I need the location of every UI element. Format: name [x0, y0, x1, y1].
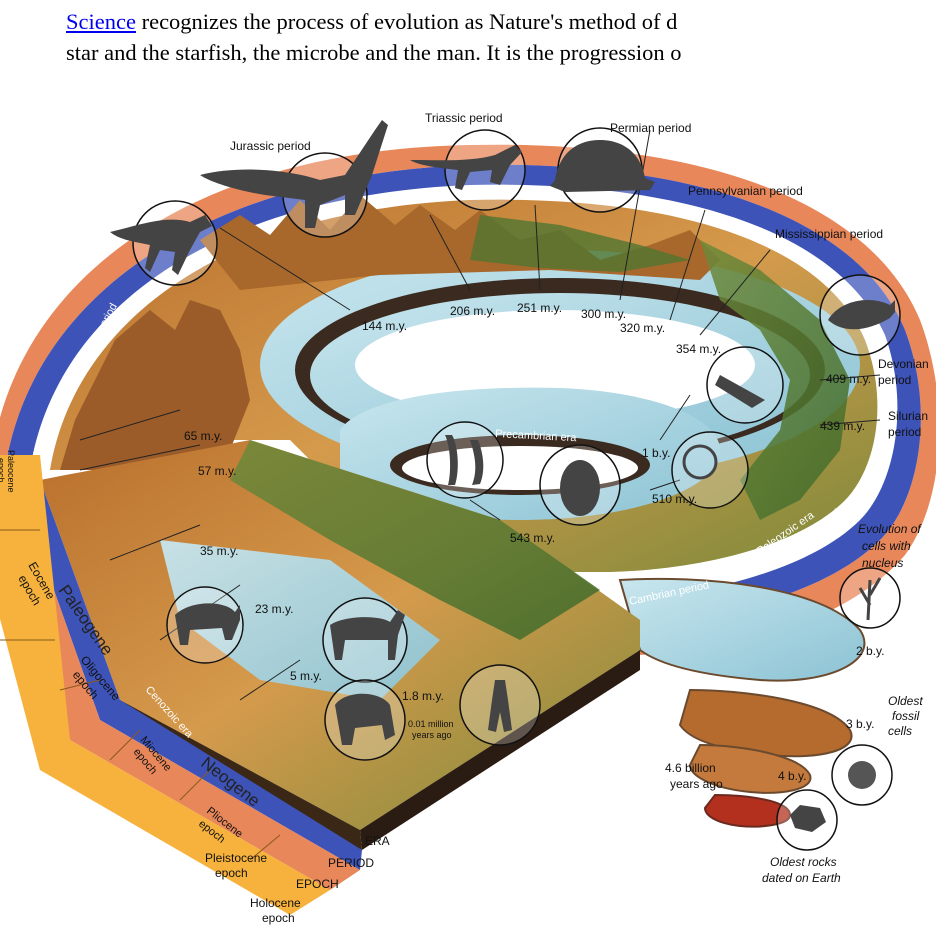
intro-text: Science recognizes the process of evolut…: [66, 6, 936, 68]
age-4by: 4 b.y.: [778, 769, 806, 783]
oldest-fossil-2: fossil: [892, 709, 920, 723]
age-23: 23 m.y.: [255, 602, 293, 616]
trilobite-icon: [560, 460, 600, 516]
age-206: 206 m.y.: [450, 304, 495, 318]
age-409: 409 m.y.: [826, 372, 871, 386]
devonian-label-1: Devonian: [878, 357, 929, 371]
age-354: 354 m.y.: [676, 342, 721, 356]
age-46-2: years ago: [670, 777, 723, 791]
age-543: 543 m.y.: [510, 531, 555, 545]
age-3by: 3 b.y.: [846, 717, 874, 731]
holocene-2: epoch: [262, 911, 295, 925]
permian-label: Permian period: [610, 121, 691, 135]
age-144: 144 m.y.: [362, 319, 407, 333]
age-35: 35 m.y.: [200, 544, 238, 558]
holocene-1: Holocene: [250, 896, 301, 910]
age-510: 510 m.y.: [652, 492, 697, 506]
age-1-8: 1.8 m.y.: [402, 689, 444, 703]
age-46-1: 4.6 billion: [665, 761, 716, 775]
age-57: 57 m.y.: [198, 464, 236, 478]
paleocene-1: Paleocene: [6, 450, 16, 493]
legend-epoch: EPOCH: [296, 877, 339, 891]
pleistocene-1: Pleistocene: [205, 851, 267, 865]
silurian-label-1: Silurian: [888, 409, 928, 423]
geologic-time-spiral: Jurassic period Triassic period Permian …: [0, 80, 936, 934]
triassic-label: Triassic period: [425, 111, 503, 125]
age-251: 251 m.y.: [517, 301, 562, 315]
pennsylvanian-label: Pennsylvanian period: [688, 184, 803, 198]
oldest-rocks-2: dated on Earth: [762, 871, 841, 885]
age-1by: 1 b.y.: [642, 446, 670, 460]
paleocene-2: epoch: [0, 458, 6, 483]
silurian-label-2: period: [888, 425, 921, 439]
cells-nucleus-3: nucleus: [862, 556, 903, 570]
oldest-rocks-1: Oldest rocks: [770, 855, 837, 869]
devonian-label-2: period: [878, 373, 911, 387]
age-2by: 2 b.y.: [856, 644, 884, 658]
intro-line-2: star and the starfish, the microbe and t…: [66, 40, 681, 65]
age-65: 65 m.y.: [184, 429, 222, 443]
fossil-cell-icon: [848, 761, 876, 789]
mississippian-label: Mississippian period: [775, 227, 883, 241]
science-link[interactable]: Science: [66, 9, 136, 34]
cells-nucleus-1: Evolution of: [858, 522, 922, 536]
age-5: 5 m.y.: [290, 669, 322, 683]
intro-line-1: recognizes the process of evolution as N…: [136, 9, 677, 34]
age-001-2: years ago: [412, 730, 452, 740]
legend-period: PERIOD: [328, 856, 374, 870]
worm-circle: [427, 422, 503, 498]
legend-era: ERA: [365, 834, 390, 848]
oldest-fossil-3: cells: [888, 724, 912, 738]
jurassic-label: Jurassic period: [230, 139, 311, 153]
age-439: 439 m.y.: [820, 419, 865, 433]
cells-nucleus-2: cells with: [862, 539, 911, 553]
age-320: 320 m.y.: [620, 321, 665, 335]
age-001-1: 0.01 million: [408, 719, 454, 729]
age-300: 300 m.y.: [581, 307, 626, 321]
pleistocene-2: epoch: [215, 866, 248, 880]
oldest-fossil-1: Oldest: [888, 694, 923, 708]
